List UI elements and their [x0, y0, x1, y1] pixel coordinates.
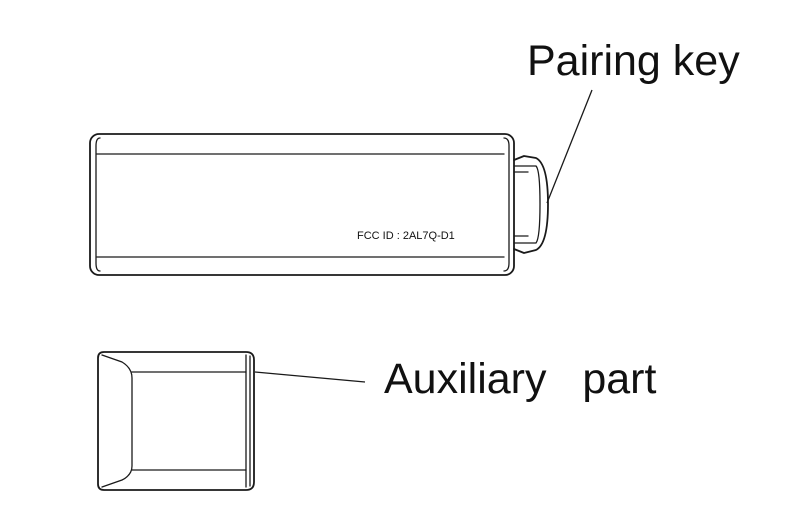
- pairing-key-label: Pairing key: [527, 37, 740, 85]
- auxiliary-part-leader: [254, 371, 366, 383]
- auxiliary-part-label: Auxiliary part: [384, 355, 656, 403]
- main-device-body: [89, 133, 515, 276]
- auxiliary-part-shape: [97, 351, 255, 491]
- pairing-key-shape: [513, 155, 549, 254]
- pairing-key-leader: [546, 89, 593, 204]
- fcc-id-label: FCC ID : 2AL7Q-D1: [357, 230, 455, 242]
